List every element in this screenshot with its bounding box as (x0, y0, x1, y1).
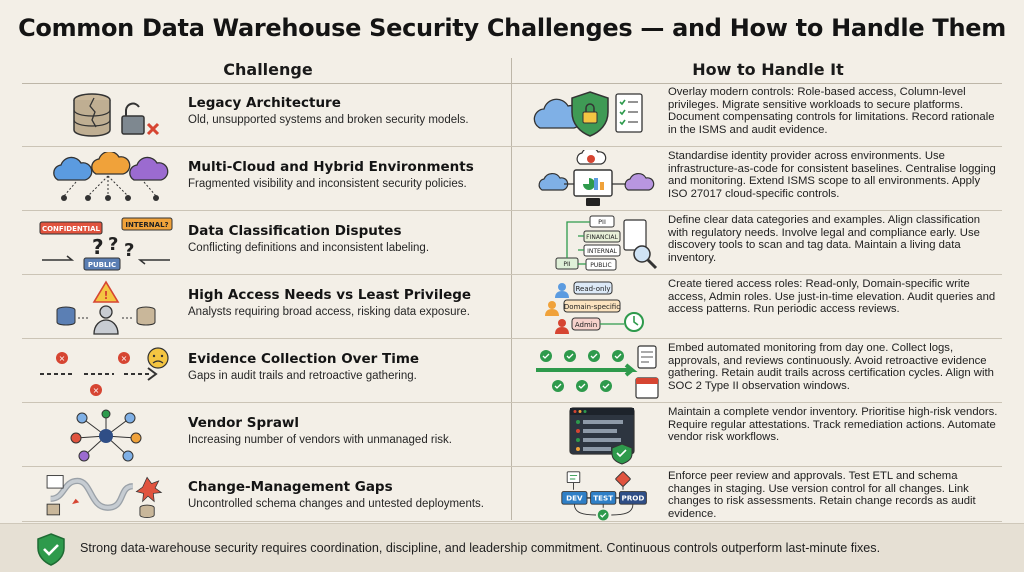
svg-text:×: × (93, 386, 100, 395)
svg-text:!: ! (103, 289, 108, 302)
vendor-dashboard-icon (569, 407, 635, 465)
handle-text: Standardise identity provider across env… (668, 150, 996, 200)
warning-user-icon: ! (56, 280, 156, 335)
page-title: Common Data Warehouse Security Challenge… (18, 14, 1006, 42)
tiered-roles-icon: Read-only Domain-specific Admin (545, 281, 644, 334)
cloud-shield-checklist-icon (533, 91, 643, 137)
multi-cloud-icon (53, 152, 169, 201)
challenge-column-header: Challenge (223, 60, 313, 79)
handle-text: Maintain a complete vendor inventory. Pr… (668, 406, 998, 444)
challenge-title: Legacy Architecture (188, 95, 341, 111)
test-stage-label: TEST (593, 494, 613, 503)
challenge-title: High Access Needs vs Least Privilege (188, 287, 472, 303)
challenge-title: Multi-Cloud and Hybrid Environments (188, 159, 474, 175)
label-confusion-icon: CONFIDENTIAL INTERNAL? ? ? ? PUBLIC (39, 217, 173, 271)
challenge-desc: Gaps in audit trails and retroactive gat… (188, 370, 417, 382)
admin-role-label: Admin (575, 321, 597, 329)
challenge-desc: Increasing number of vendors with unmana… (188, 434, 453, 446)
handle-text: Overlay modern controls: Role-based acce… (668, 86, 995, 136)
pii-tag-label: PII (563, 261, 570, 268)
challenge-desc: Uncontrolled schema changes and untested… (188, 498, 484, 510)
question-mark-icon: ? (92, 235, 104, 259)
challenge-title: Data Classification Disputes (188, 223, 402, 239)
challenge-row-legacy: Legacy Architecture Old, unsupported sys… (22, 84, 1002, 147)
header-divider (22, 83, 1002, 84)
deployment-pipeline-icon: DEV TEST PROD (561, 471, 647, 521)
footer-banner: Strong data-warehouse security requires … (0, 523, 1024, 572)
challenge-desc: Analysts requiring broad access, risking… (188, 306, 470, 318)
challenge-title: Change-Management Gaps (188, 479, 393, 495)
challenge-desc: Old, unsupported systems and broken secu… (188, 114, 469, 126)
vendor-network-icon (70, 409, 142, 462)
pii-label: PII (598, 218, 606, 226)
challenge-row-change: Change-Management Gaps Uncontrolled sche… (22, 468, 1002, 522)
handle-column-header: How to Handle It (692, 60, 844, 79)
public-label: PUBLIC (88, 261, 116, 269)
prod-stage-label: PROD (621, 494, 644, 503)
svg-text:×: × (121, 354, 128, 363)
challenge-desc: Conflicting definitions and inconsistent… (188, 242, 430, 254)
internal-label: INTERNAL? (125, 221, 168, 229)
challenge-row-vendor: Vendor Sprawl Increasing number of vendo… (22, 404, 1002, 467)
challenge-row-access: ! High Access Needs vs Least Privilege A… (22, 276, 1002, 339)
cracked-database-icon (73, 93, 160, 137)
challenge-row-evidence: × × × Evidence Collection Over Time Gaps… (22, 340, 1002, 403)
classification-tree-icon: PII FINANCIAL INTERNAL PUBLIC PII (555, 215, 658, 271)
financial-label: FINANCIAL (586, 234, 618, 241)
continuous-timeline-icon (536, 345, 659, 399)
handle-text: Embed automated monitoring from day one.… (668, 342, 994, 392)
central-dashboard-icon (538, 150, 655, 206)
dev-stage-label: DEV (566, 494, 583, 503)
handle-text: Create tiered access roles: Read-only, D… (668, 278, 996, 316)
confidential-label: CONFIDENTIAL (42, 225, 101, 233)
internal-tag-label: INTERNAL (587, 248, 617, 255)
svg-text:×: × (59, 354, 66, 363)
challenge-row-classification: CONFIDENTIAL INTERNAL? ? ? ? PUBLIC Data… (22, 212, 1002, 275)
domain-role-label: Domain-specific (564, 303, 620, 311)
tangled-pipeline-icon (46, 475, 163, 518)
challenge-row-multicloud: Multi-Cloud and Hybrid Environments Frag… (22, 148, 1002, 211)
handle-text: Enforce peer review and approvals. Test … (668, 470, 976, 520)
question-mark-icon: ? (124, 240, 134, 261)
readonly-role-label: Read-only (575, 285, 610, 293)
handle-text: Define clear data categories and example… (668, 214, 981, 264)
column-divider (511, 58, 512, 520)
public-tag-label: PUBLIC (590, 262, 611, 269)
challenge-title: Vendor Sprawl (188, 415, 300, 431)
broken-timeline-icon: × × × (40, 347, 169, 396)
challenge-desc: Fragmented visibility and inconsistent s… (188, 178, 467, 190)
question-mark-icon: ? (108, 234, 118, 255)
shield-check-icon (37, 533, 65, 566)
footer-text: Strong data-warehouse security requires … (80, 541, 881, 555)
challenge-title: Evidence Collection Over Time (188, 351, 420, 367)
